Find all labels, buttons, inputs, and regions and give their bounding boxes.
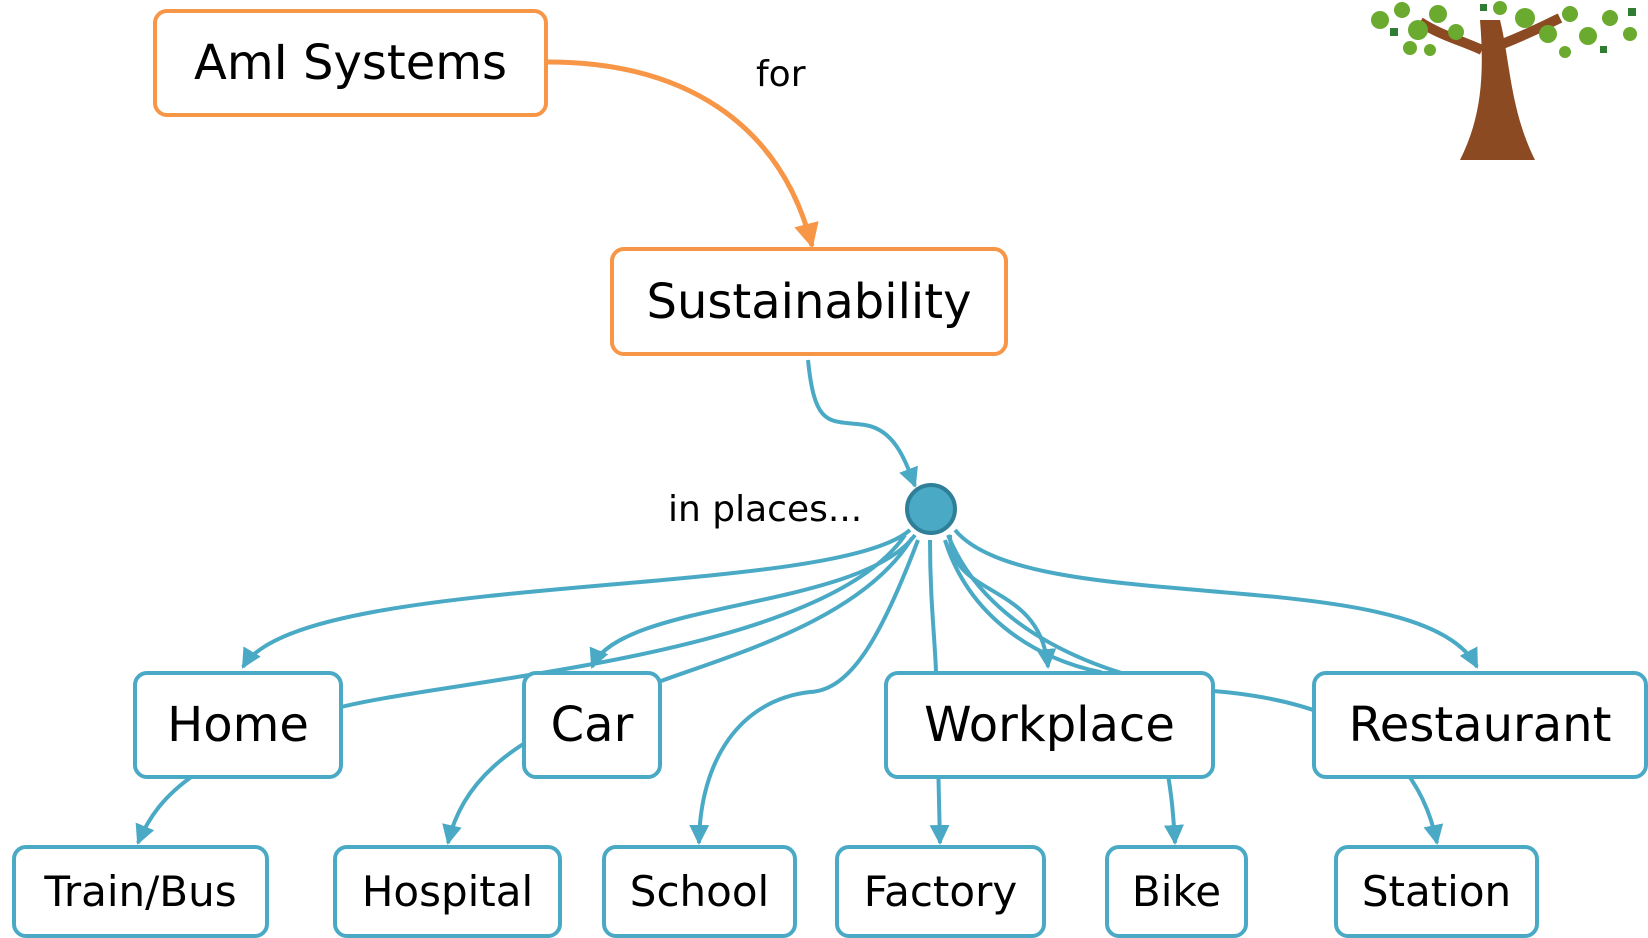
concept-aml-systems: AmI Systems [153, 9, 548, 117]
place-restaurant: Restaurant [1312, 671, 1648, 779]
connector-hub-hospital [442, 536, 914, 845]
place-home: Home [133, 671, 343, 779]
connector-hub-trainbus [135, 533, 907, 845]
sustainability-tree-icon [1371, 1, 1637, 160]
concept-sustainability: Sustainability [610, 247, 1008, 356]
place-station: Station [1334, 845, 1539, 938]
connector-hub-school [689, 539, 920, 845]
hub-node [905, 483, 957, 535]
connector-hub-restaurant [953, 528, 1479, 669]
link-label-for: for [756, 54, 806, 95]
connector-hub-factory [928, 539, 950, 845]
link-label-in-places: in places... [668, 489, 863, 530]
place-school: School [602, 845, 797, 938]
place-hospital: Hospital [333, 845, 562, 938]
link-for-connector [547, 59, 819, 249]
place-factory: Factory [835, 845, 1046, 938]
place-bike: Bike [1105, 845, 1248, 938]
place-car: Car [522, 671, 662, 779]
link-sustainability-to-hub [806, 359, 918, 488]
place-train-bus: Train/Bus [12, 845, 269, 938]
place-workplace: Workplace [884, 671, 1215, 779]
connector-hub-home [241, 528, 912, 669]
